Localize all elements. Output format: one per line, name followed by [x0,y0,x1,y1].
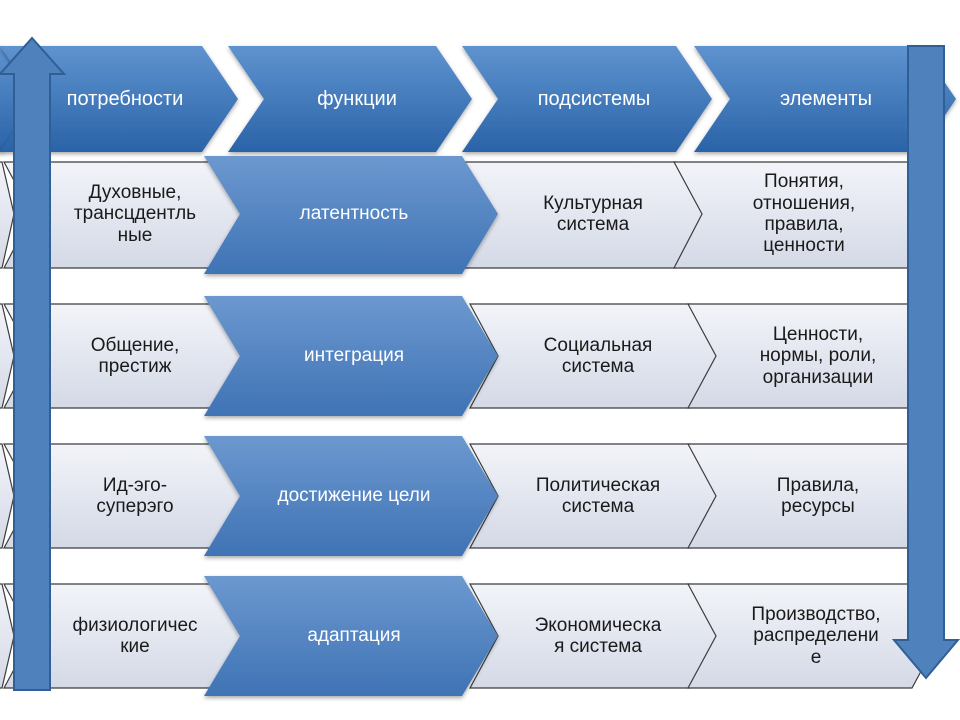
row4-subsystem-chevron [468,583,719,689]
down-arrow-icon [891,45,960,680]
row1-left-stub [0,161,15,269]
row1-elements-chevron [672,161,941,269]
row2-subsystem-chevron [468,303,719,409]
row4-left-stub [0,583,15,689]
row2-left-stub [0,303,15,409]
row4-function-chevron [204,576,498,696]
row3-elements-chevron [686,443,941,549]
row4-elements-chevron [686,583,941,689]
row2-function-chevron [204,296,498,416]
header-chevron-functions [228,46,472,152]
up-arrow-icon [0,36,67,691]
row2-elements-chevron [686,303,941,409]
header-chevron-subsystems [462,46,712,152]
row3-subsystem-chevron [468,443,719,549]
row1-function-chevron [204,156,498,274]
row3-function-chevron [204,436,498,556]
row1-subsystem-chevron [462,161,705,269]
header-chevron-elements [694,46,956,152]
row3-left-stub [0,443,15,549]
